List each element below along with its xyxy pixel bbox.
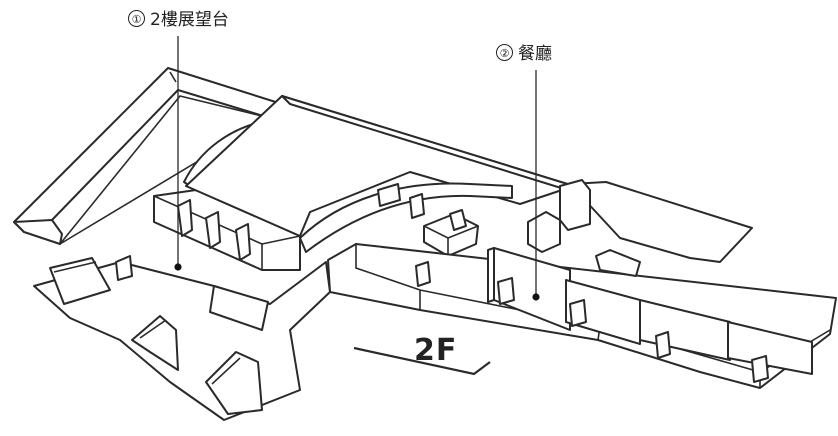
marker-dot-2 <box>532 293 540 301</box>
label-restaurant: ② 餐廳 <box>496 44 552 64</box>
floor-indicator-line <box>353 346 491 376</box>
label-observation-deck: ① 2樓展望台 <box>128 10 229 30</box>
floor-label: 2F <box>414 333 458 368</box>
stairs <box>33 255 331 421</box>
label-text-2: 餐廳 <box>518 44 552 64</box>
label-number-1: ① <box>128 10 145 27</box>
center-hall <box>185 95 575 257</box>
marker-dot-1 <box>174 263 182 271</box>
right-wing <box>327 179 837 389</box>
label-text-1: 2樓展望台 <box>150 10 229 30</box>
label-number-2: ② <box>496 44 513 61</box>
